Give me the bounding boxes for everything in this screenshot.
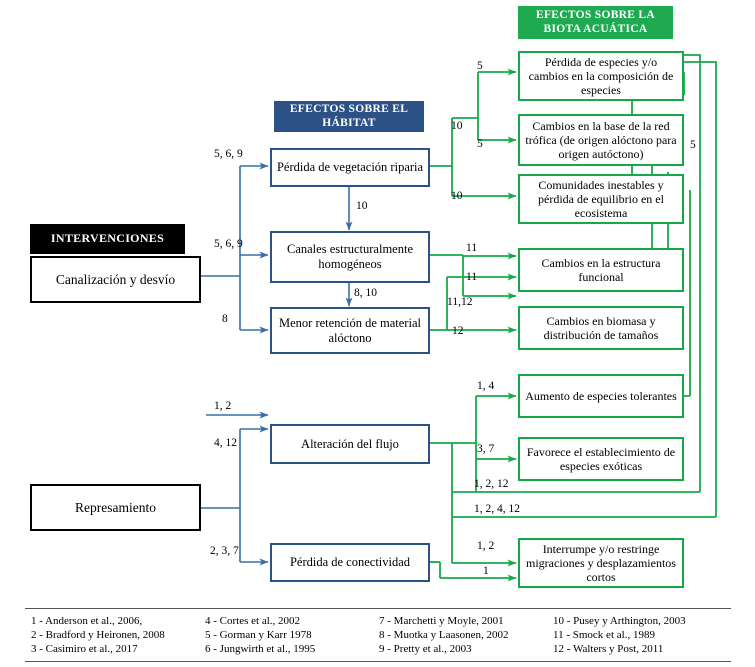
banner-biota-label: EFECTOS SOBRE LA BIOTA ACUÁTICA (536, 9, 655, 35)
edge-label-canal-to-veg: 5, 6, 9 (214, 148, 243, 160)
node-especies-tolerantes[interactable]: Aumento de especies tolerantes (518, 374, 684, 418)
node-alteracion-flujo[interactable]: Alteración del flujo (270, 424, 430, 464)
reference-item: 7 - Marchetti y Moyle, 2001 (379, 614, 504, 627)
banner-interventions-label: INTERVENCIONES (50, 231, 165, 246)
node-red-trofica-label: Cambios en la base de la red trófica (de… (525, 118, 677, 162)
node-canalizacion-label: Canalización y desvío (55, 271, 176, 287)
reference-item: 5 - Gorman y Karr 1978 (205, 629, 312, 641)
node-comunidades[interactable]: Comunidades inestables y pérdida de equi… (518, 174, 684, 224)
references-legend: 1 - Anderson et al., 2006, 4 - Cortes et… (25, 608, 731, 662)
node-especies-tolerantes-label: Aumento de especies tolerantes (525, 388, 677, 403)
edge-label-to-estructura-b: 11 (466, 271, 478, 283)
reference-item: 3 - Casimiro et al., 2017 (31, 643, 138, 656)
reference-item: 10 - Pusey y Arthington, 2003 (553, 614, 686, 627)
node-especies-exoticas[interactable]: Favorece el establecimiento de especies … (518, 437, 684, 481)
banner-biota: EFECTOS SOBRE LA BIOTA ACUÁTICA (518, 6, 673, 39)
node-menor-retencion[interactable]: Menor retención de material alóctono (270, 307, 430, 354)
reference-item: 1 - Anderson et al., 2006, (31, 614, 143, 627)
edge-label-to-biomasa-b: 12 (452, 325, 464, 337)
node-especies-exoticas-label: Favorece el establecimiento de especies … (526, 444, 676, 473)
node-perdida-conectividad-label: Pérdida de conectividad (289, 555, 411, 570)
reference-item: 2 - Bradford y Heironen, 2008 (31, 629, 165, 641)
edge-label-canal-to-homog: 5, 6, 9 (214, 238, 243, 250)
reference-item: 8 - Muotka y Laasonen, 2002 (379, 629, 509, 641)
edge-label-repres-to-flujo-a: 1, 2 (214, 400, 232, 412)
edge-label-to-red-trofica: 5 (477, 138, 483, 150)
node-perdida-especies-label: Pérdida de especies y/o cambios en la co… (528, 54, 674, 98)
edge-label-to-tolerantes: 1, 4 (477, 380, 495, 392)
banner-interventions: INTERVENCIONES (30, 224, 185, 254)
node-canales-homogeneos[interactable]: Canales estructuralmente homogéneos (270, 231, 430, 283)
node-perdida-especies[interactable]: Pérdida de especies y/o cambios en la co… (518, 51, 684, 101)
node-canales-homogeneos-label: Canales estructuralmente homogéneos (287, 242, 413, 271)
edge-label-to-exoticas: 3, 7 (477, 443, 495, 455)
banner-habitat: EFECTOS SOBRE EL HÁBITAT (274, 101, 424, 132)
node-veg-riparia-label: Pérdida de vegetación riparia (276, 160, 424, 175)
node-estructura-funcional-label: Cambios en la estructura funcional (541, 255, 661, 284)
edge-label-veg-to-homog: 10 (356, 200, 368, 212)
node-biomasa-label: Cambios en biomasa y distribución de tam… (543, 313, 659, 342)
edge-label-to-estructura-a: 11 (466, 242, 478, 254)
edge-label-repres-to-conect: 2, 3, 7 (210, 545, 239, 557)
node-migraciones-label: Interrumpe y/o restringe migraciones y d… (526, 541, 676, 585)
reference-item: 4 - Cortes et al., 2002 (205, 614, 301, 627)
edge-label-flujo-long-a: 1, 2, 12 (474, 478, 509, 490)
node-menor-retencion-label: Menor retención de material alóctono (279, 315, 421, 345)
node-veg-riparia[interactable]: Pérdida de vegetación riparia (270, 148, 430, 187)
reference-item: 6 - Jungwirth et al., 1995 (205, 643, 316, 656)
node-estructura-funcional[interactable]: Cambios en la estructura funcional (518, 248, 684, 292)
reference-item: 9 - Pretty et al., 2003 (379, 643, 472, 656)
edge-label-canal-to-menor: 8 (222, 313, 228, 325)
edge-label-veg-out-bottom: 10 (451, 190, 463, 202)
edge-label-to-biomasa-a: 11,12 (447, 296, 473, 308)
node-comunidades-label: Comunidades inestables y pérdida de equi… (538, 177, 664, 221)
reference-item: 11 - Smock et al., 1989 (553, 629, 655, 641)
node-alteracion-flujo-label: Alteración del flujo (301, 436, 399, 451)
edge-label-to-migraciones-a: 1, 2 (477, 540, 495, 552)
reference-item: 12 - Walters y Post, 2011 (553, 643, 664, 656)
edge-label-homog-to-menor: 8, 10 (354, 287, 377, 299)
node-migraciones[interactable]: Interrumpe y/o restringe migraciones y d… (518, 538, 684, 588)
banner-habitat-label: EFECTOS SOBRE EL HÁBITAT (289, 103, 409, 129)
edge-label-to-perdida-especies: 5 (477, 60, 483, 72)
node-represamiento[interactable]: Represamiento (30, 484, 201, 531)
node-canalizacion[interactable]: Canalización y desvío (30, 256, 201, 303)
edge-label-veg-out-top: 10 (451, 120, 463, 132)
node-biomasa[interactable]: Cambios en biomasa y distribución de tam… (518, 306, 684, 350)
edge-label-feedback-5: 5 (690, 139, 696, 151)
node-perdida-conectividad[interactable]: Pérdida de conectividad (270, 543, 430, 582)
node-represamiento-label: Represamiento (75, 499, 156, 515)
edge-label-repres-to-flujo-b: 4, 12 (214, 437, 237, 449)
edge-label-flujo-long-b: 1, 2, 4, 12 (474, 503, 520, 515)
edge-label-to-migraciones-b: 1 (483, 565, 489, 577)
node-red-trofica[interactable]: Cambios en la base de la red trófica (de… (518, 114, 684, 166)
